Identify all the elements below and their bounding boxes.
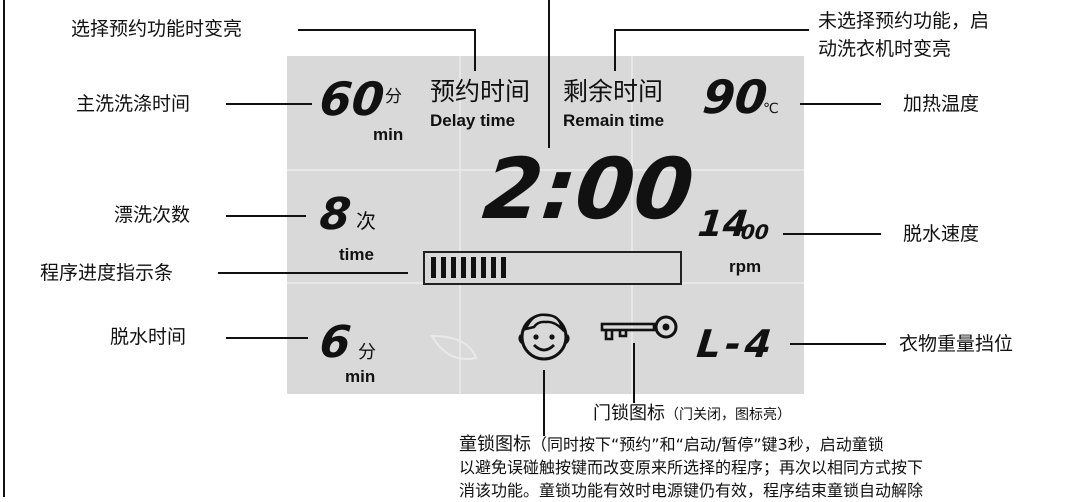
leader-line (474, 29, 476, 71)
remain-time-cn: 剩余时间 (563, 77, 664, 106)
wash-minutes-digits: 60 (317, 72, 387, 126)
spin-unit-cn: 分 (358, 342, 376, 363)
progress-segment (501, 257, 506, 278)
wash-unit-cn: 分 (385, 87, 402, 107)
progress-segment (461, 257, 466, 278)
spin-minutes-digit: 6 (317, 317, 354, 368)
program-progress-bar (423, 251, 682, 285)
callout-remain-lit-1: 未选择预约功能，启 (818, 10, 990, 32)
progress-segment (471, 257, 476, 278)
callout-spin-speed: 脱水速度 (903, 223, 980, 245)
left-border-line (3, 0, 5, 497)
leader-line (614, 29, 809, 31)
lcd-panel (287, 56, 804, 394)
key-icon (600, 315, 678, 341)
callout-remain-lit-2: 动洗衣机时变亮 (818, 38, 952, 60)
panel-divider (631, 56, 633, 394)
spin-speed-unit: rpm (729, 257, 762, 276)
progress-segment (431, 257, 436, 278)
door-lock-note: 门锁图标（门关闭，图标亮） (593, 402, 791, 427)
progress-segment (481, 257, 486, 278)
leader-line (633, 343, 635, 403)
door-lock-detail: （门关闭，图标亮） (665, 407, 791, 423)
delay-time-en: Delay time (430, 111, 516, 130)
child-lock-line3: 消该功能。童锁功能有效时电源键仍有效，程序结束童锁自动解除 (459, 481, 924, 500)
callout-delay-lit: 选择预约功能时变亮 (71, 18, 243, 40)
panel-divider (287, 169, 804, 171)
child-lock-note-line1: 童锁图标（同时按下“预约”和“启动/暂停”键3秒，启动童锁 (459, 433, 884, 456)
rinse-unit-cn: 次 (356, 209, 376, 233)
leader-line (543, 370, 545, 436)
child-face-icon (518, 313, 570, 361)
remain-time-en: Remain time (563, 111, 665, 130)
rinse-unit-en: time (339, 245, 374, 264)
wash-unit-en: min (373, 125, 404, 144)
spin-speed-small-digits: 00 (739, 220, 771, 244)
progress-segment (451, 257, 456, 278)
child-lock-line1: （同时按下“预约”和“启动/暂停”键3秒，启动童锁 (531, 435, 884, 454)
rinse-count-digit: 8 (317, 189, 354, 240)
spin-unit-en: min (345, 367, 376, 386)
temperature-unit: ℃ (763, 101, 779, 117)
load-level-code: L-4 (694, 322, 778, 366)
leader-line (800, 103, 881, 105)
callout-spin-time: 脱水时间 (110, 326, 187, 348)
leader-line (226, 337, 308, 339)
progress-segment (441, 257, 446, 278)
progress-segment (491, 257, 496, 278)
child-lock-title: 童锁图标 (459, 434, 531, 455)
leader-line (226, 215, 306, 217)
callout-rinse-count: 漂洗次数 (114, 204, 191, 226)
clock-leader-line (548, 0, 550, 148)
leader-line (218, 272, 408, 274)
panel-divider (459, 56, 461, 394)
child-lock-line2: 以避免误碰触按键而改变原来所选择的程序；再次以相同方式按下 (459, 458, 924, 477)
door-lock-title: 门锁图标 (593, 403, 665, 424)
leader-line (790, 343, 886, 345)
leader-line (298, 29, 475, 31)
callout-heat-temp: 加热温度 (903, 93, 980, 115)
callout-load-level: 衣物重量挡位 (899, 333, 1014, 355)
leaf-faint-icon (430, 334, 478, 360)
leader-line (783, 233, 881, 235)
leader-line (226, 103, 312, 105)
temperature-digits: 90 (700, 70, 770, 124)
remaining-time-clock: 2:00 (478, 140, 699, 238)
callout-progress-bar: 程序进度指示条 (40, 262, 174, 284)
callout-wash-time: 主洗洗涤时间 (76, 93, 191, 115)
delay-time-cn: 预约时间 (430, 77, 531, 106)
leader-line (614, 29, 616, 71)
